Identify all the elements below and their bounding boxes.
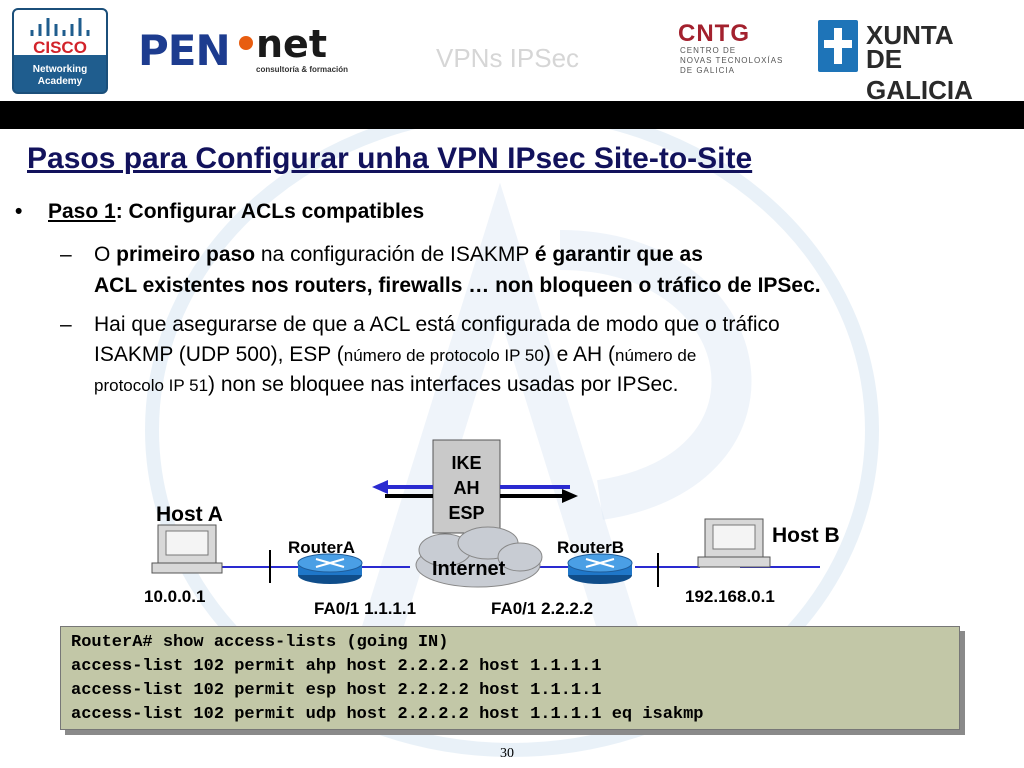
de-galicia-wordmark: DE GALICIA: [866, 44, 973, 105]
cntg-wordmark: CNTG: [678, 20, 750, 47]
sub-bullet-1-line-1: O primeiro paso na configuración de ISAK…: [94, 243, 703, 266]
protocol-esp: ESP: [448, 503, 485, 523]
host-a-computer-icon: [151, 524, 223, 574]
host-a-ip: 10.0.0.1: [144, 587, 206, 606]
dash-marker: –: [60, 313, 72, 336]
paso-description: : Configurar ACLs compatibles: [115, 200, 425, 223]
access-list-output: RouterA# show access-lists (going IN) ac…: [60, 626, 960, 730]
slide-title: Pasos para Configurar unha VPN IPsec Sit…: [27, 142, 753, 175]
internet-label: Internet: [432, 558, 506, 580]
pen-wordmark: PEN: [138, 26, 231, 75]
host-a-label: Host A: [156, 503, 223, 526]
network-diagram-graphic: [151, 439, 820, 588]
code-line: access-list 102 permit ahp host 2.2.2.2 …: [71, 657, 602, 676]
protocol-ike: IKE: [451, 453, 482, 473]
host-b-label: Host B: [772, 524, 840, 547]
net-wordmark: net: [256, 22, 327, 66]
xunta-shield-icon: [818, 20, 858, 72]
cntg-subtitle: CENTRO DE NOVAS TECNOLOXÍAS DE GALICIA: [680, 46, 784, 75]
bullet-text: Paso 1: Configurar ACLs compatibles: [48, 200, 424, 224]
host-b-ip: 192.168.0.1: [685, 587, 775, 606]
router-a-label: RouterA: [288, 538, 356, 557]
dash-marker: –: [60, 243, 72, 266]
router-b-icon: [567, 553, 633, 584]
networking-academy-text: Networking Academy: [32, 64, 88, 87]
bullet-marker: •: [15, 200, 23, 223]
code-line: access-list 102 permit udp host 2.2.2.2 …: [71, 705, 704, 724]
pen-net-logo: PEN net consultoría & formación: [138, 22, 368, 84]
tunnel-arrows: [372, 480, 578, 503]
router-b-label: RouterB: [557, 538, 625, 557]
router-a-interface: FA0/1 1.1.1.1: [314, 599, 417, 618]
segment-ticks: [269, 550, 659, 587]
page-number: 30: [500, 746, 514, 761]
sub-bullet-1: – O primeiro paso na configuración de IS…: [0, 240, 1024, 300]
cisco-bridge-icon: [30, 18, 90, 36]
router-a-icon: [297, 553, 363, 584]
sub-bullet-2-line-1: Hai que asegurarse de que a ACL está con…: [94, 313, 780, 336]
pen-subtitle: consultoría & formación: [256, 65, 349, 74]
sub-bullet-2-line-2: ISAKMP (UDP 500), ESP (número de protoco…: [94, 343, 697, 366]
xunta-de-galicia-logo: XUNTA DE GALICIA: [818, 20, 998, 105]
network-diagram: IKE AH ESP Host A Host B RouterA RouterB…: [140, 435, 870, 625]
host-b-computer-icon: [697, 518, 771, 568]
protocol-list: IKE AH ESP: [448, 451, 485, 526]
xunta-wordmark: XUNTA: [866, 20, 954, 50]
slide-header-title: VPNs IPSec: [436, 43, 580, 73]
sub-bullet-2: – Hai que asegurarse de que a ACL está c…: [0, 310, 1024, 400]
paso-label: Paso 1: [48, 200, 116, 223]
sub-bullet-1-line-2: ACL existentes nos routers, firewalls … …: [94, 274, 821, 297]
code-line: access-list 102 permit esp host 2.2.2.2 …: [71, 681, 602, 700]
code-line: RouterA# show access-lists (going IN): [71, 633, 449, 652]
xunta-cross-icon: [824, 28, 852, 64]
cisco-wordmark: CISCO: [33, 38, 87, 57]
protocol-ah: AH: [453, 478, 480, 498]
pen-dot-icon: [239, 36, 253, 50]
sub-bullet-2-line-3: protocolo IP 51) non se bloquee nas inte…: [94, 373, 679, 396]
internet-cloud-icon: [415, 526, 543, 588]
header-divider-bar: [0, 101, 1024, 129]
router-b-interface: FA0/1 2.2.2.2: [491, 599, 594, 618]
cisco-networking-academy-logo: CISCO Networking Academy: [12, 8, 108, 94]
cntg-logo: CNTG CENTRO DE NOVAS TECNOLOXÍAS DE GALI…: [678, 20, 798, 80]
